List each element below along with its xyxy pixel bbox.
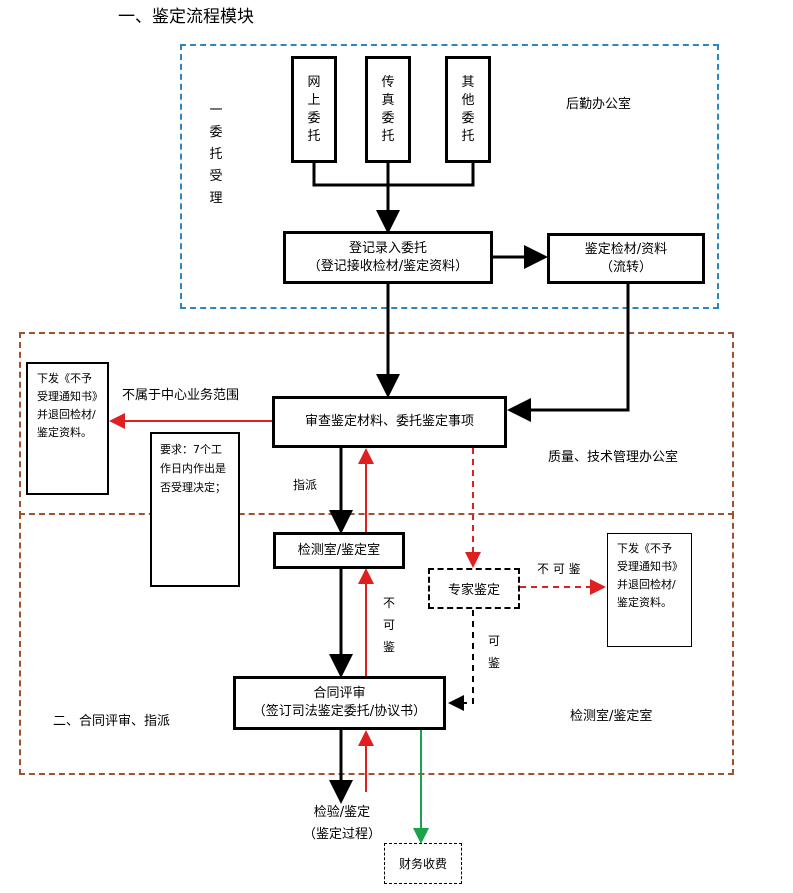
notice-left-box: 下发《不予受理通知书》并退回检材/鉴定资料。 — [26, 362, 109, 495]
contract-review-box: 合同评审 （签订司法鉴定委托/协议书） — [233, 676, 446, 730]
region-contract-assignment — [19, 513, 734, 775]
section2-label: 二、合同评审、指派 — [53, 714, 171, 729]
connector-intake-merge — [312, 162, 475, 187]
arrow-expert-to-contract — [448, 610, 474, 711]
can-appraise-label-v: 可鉴 — [487, 634, 500, 670]
cannot-appraise-label-v: 不可鉴 — [382, 596, 395, 654]
arrow-materials-to-review — [507, 284, 630, 422]
out-of-scope-label: 不属于中心业务范围 — [122, 388, 240, 403]
other-entrust-box: 其他 委托 — [445, 56, 491, 163]
assign-label: 指派 — [293, 478, 318, 492]
requirement-box: 要求：7个工作日内作出是否受理决定； — [150, 432, 240, 587]
finance-box: 财务收费 — [384, 843, 462, 884]
inspection-output: 检验/鉴定 （鉴定过程） — [302, 805, 381, 842]
quality-office-label: 质量、技术管理办公室 — [548, 450, 679, 465]
cannot-appraise-label-h: 不 可 鉴 — [537, 562, 581, 576]
lab-office-label: 检测室/鉴定室 — [570, 709, 653, 724]
lab-box: 检测室/鉴定室 — [273, 532, 405, 569]
page-title: 一、鉴定流程模块 — [118, 7, 254, 27]
fax-entrust-box: 传真 委托 — [365, 56, 411, 163]
register-entrust-box: 登记录入委托 （登记接收检材/鉴定资料） — [283, 231, 493, 284]
materials-transfer-box: 鉴定检材/资料 （流转） — [547, 233, 705, 284]
region-entrust-acceptance — [180, 44, 719, 309]
notice-right-box: 下发《不予受理通知书》并退回检材/鉴定资料。 — [607, 533, 692, 647]
region-quality-review — [19, 332, 734, 517]
logistics-office-label: 后勤办公室 — [566, 97, 632, 112]
online-entrust-box: 网上 委托 — [291, 56, 337, 163]
review-box: 审查鉴定材料、委托鉴定事项 — [272, 396, 507, 448]
section1-label: 一 委 托 受 理 — [209, 103, 223, 206]
expert-box: 专家鉴定 — [428, 568, 520, 609]
